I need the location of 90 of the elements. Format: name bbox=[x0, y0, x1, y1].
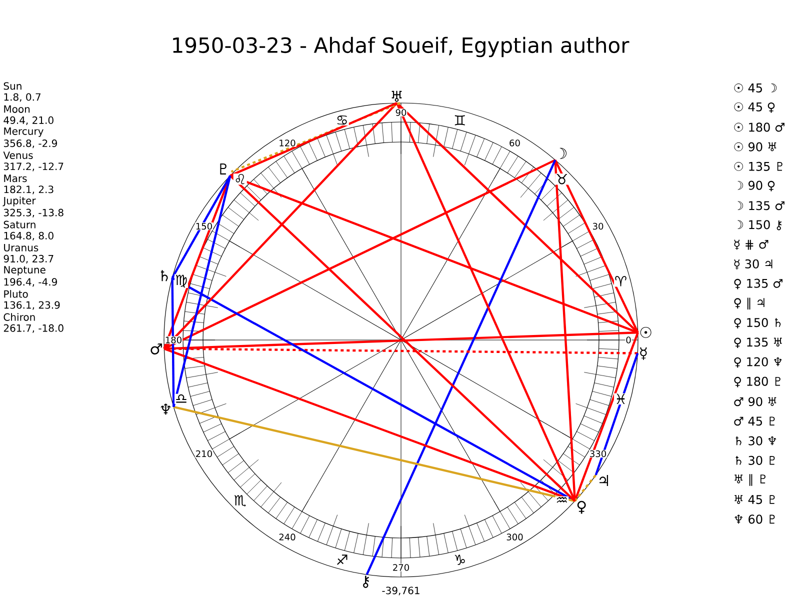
zodiac-symbol: ♐ bbox=[335, 554, 349, 566]
aspect-list-entry: ♀ 120 ♆ bbox=[734, 357, 782, 368]
aspect-line bbox=[396, 102, 576, 502]
position-list-text: 317.2, -12.7 bbox=[4, 162, 64, 172]
aspect-list-entry: ♂ 90 ♅ bbox=[734, 397, 776, 406]
position-list-text: 261.7, -18.0 bbox=[4, 324, 64, 333]
position-list-text: Venus bbox=[3, 152, 33, 160]
aspect-list-entry: ♄ 30 ♆ bbox=[736, 436, 776, 446]
aspect-line bbox=[164, 159, 556, 350]
aspect-list-entry: ☉ 180 ♂ bbox=[734, 122, 784, 132]
aspect-line bbox=[554, 160, 576, 502]
position-list-text: 356.8, -2.9 bbox=[4, 140, 57, 148]
degree-label: 270 bbox=[392, 564, 410, 572]
aspect-line bbox=[171, 278, 175, 407]
degree-label: 0 bbox=[625, 336, 632, 344]
position-list-text: Pluto bbox=[4, 290, 28, 298]
degree-label: 60 bbox=[508, 139, 521, 147]
zodiac-symbol: ♊ bbox=[453, 114, 467, 126]
aspect-list-entry: ☽ 135 ♂ bbox=[738, 201, 784, 210]
position-list-text: Saturn bbox=[4, 220, 36, 228]
position-list-text: Uranus bbox=[4, 244, 38, 252]
planet-symbol: ☿ bbox=[640, 347, 647, 360]
position-list-text: Chiron bbox=[4, 313, 35, 321]
position-list-text: Mars bbox=[4, 174, 27, 182]
degree-label: 330 bbox=[588, 450, 608, 458]
planet-symbol: ☉ bbox=[640, 326, 652, 338]
aspect-list-entry: ☉ 45 ♀ bbox=[734, 102, 775, 113]
aspect-list-entry: ☉ 90 ♅ bbox=[734, 142, 776, 152]
aspect-line bbox=[366, 160, 556, 575]
position-list-text: Neptune bbox=[4, 266, 46, 276]
aspect-list-entry: ☿ ⋕ ♂ bbox=[734, 240, 768, 250]
aspect-line bbox=[164, 348, 638, 354]
aspect-line bbox=[163, 102, 398, 350]
position-list-text: 325.3, -13.8 bbox=[4, 208, 64, 218]
position-list-text: 1.8, 0.7 bbox=[4, 93, 40, 102]
aspect-list-entry: ♀ ∥ ♃ bbox=[734, 298, 764, 310]
aspect-list-entry: ♂ 45 ♇ bbox=[734, 416, 775, 426]
aspect-list-entry: ☿ 30 ♃ bbox=[734, 259, 772, 270]
position-list-text: 196.4, -4.9 bbox=[4, 278, 57, 287]
planet-symbol: ♇ bbox=[220, 164, 226, 174]
degree-label: 240 bbox=[278, 533, 296, 541]
position-list-text: Sun bbox=[4, 82, 22, 90]
planet-symbol: ♀ bbox=[577, 500, 586, 514]
planet-symbol: ♂ bbox=[150, 343, 162, 354]
aspect-list-entry: ☽ 150 ⚷ bbox=[738, 220, 782, 230]
aspect-line bbox=[173, 406, 576, 502]
degree-label: 90 bbox=[394, 108, 408, 116]
degree-label: 30 bbox=[592, 222, 604, 230]
aspect-list-entry: ♀ 150 ♄ bbox=[734, 318, 781, 328]
aspect-line bbox=[396, 102, 639, 334]
position-list-text: Jupiter bbox=[2, 196, 36, 206]
aspect-list-entry: ♆ 60 ♇ bbox=[734, 514, 775, 524]
zodiac-symbol: ♑ bbox=[453, 554, 467, 566]
planet-symbol: ♆ bbox=[160, 404, 171, 415]
aspect-list-entry: ♀ 180 ♇ bbox=[734, 376, 780, 388]
position-list-text: 49.4, 21.0 bbox=[4, 116, 54, 125]
position-list-text: 182.1, 2.3 bbox=[4, 186, 54, 194]
planet-symbol: ♄ bbox=[160, 270, 168, 282]
planet-symbol: ☽ bbox=[560, 148, 567, 159]
aspect-line bbox=[554, 160, 639, 334]
aspect-line bbox=[171, 175, 232, 278]
planet-symbol: ♃ bbox=[600, 475, 608, 486]
degree-label: 150 bbox=[194, 222, 214, 230]
aspect-list-entry: ☉ 135 ♇ bbox=[734, 162, 782, 171]
planet-symbol: ♅ bbox=[392, 90, 402, 102]
aspect-line bbox=[229, 174, 576, 502]
degree-label: 180 bbox=[164, 336, 183, 344]
position-list-text: 164.8, 8.0 bbox=[4, 232, 54, 240]
aspect-list-entry: ♀ 135 ♂ bbox=[734, 278, 782, 290]
aspect-line bbox=[230, 174, 638, 334]
coordinate-label: -39,761 bbox=[382, 586, 420, 596]
planet-symbol: ⚷ bbox=[363, 576, 370, 588]
aspect-list-entry: ☉ 45 ☽ bbox=[734, 84, 777, 92]
aspect-line bbox=[574, 474, 597, 502]
aspect-list-entry: ♅ ∥ ♇ bbox=[734, 474, 766, 486]
aspect-list-entry: ♀ 135 ♅ bbox=[734, 338, 782, 348]
aspect-list-entry: ♅ 45 ♇ bbox=[734, 495, 775, 504]
position-list-text: 91.0, 23.7 bbox=[4, 254, 54, 264]
aspect-list-entry: ☽ 90 ♀ bbox=[738, 180, 775, 192]
aspect-line bbox=[574, 332, 639, 502]
degree-label: 300 bbox=[506, 533, 524, 541]
degree-label: 210 bbox=[194, 450, 214, 458]
position-list-text: Mercury bbox=[4, 128, 44, 137]
chart-title: 1950-03-23 - Ahdaf Soueif, Egyptian author bbox=[173, 36, 630, 58]
aspect-line bbox=[172, 175, 232, 408]
position-list-text: 136.1, 23.9 bbox=[4, 301, 60, 310]
position-list-text: Moon bbox=[4, 105, 30, 113]
aspect-line bbox=[594, 352, 639, 476]
aspect-list-entry: ♄ 30 ♇ bbox=[736, 456, 775, 465]
degree-label: 120 bbox=[278, 139, 296, 147]
